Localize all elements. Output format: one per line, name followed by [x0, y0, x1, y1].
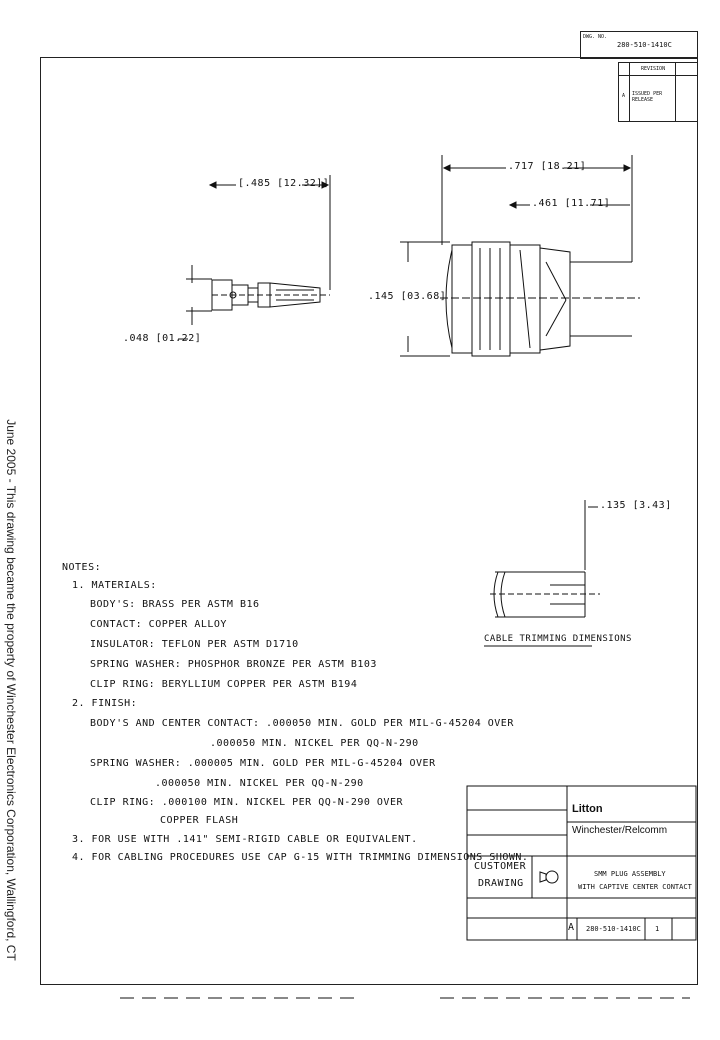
customer-drawing-line2: DRAWING	[478, 878, 524, 889]
note-line: .000050 MIN. NICKEL PER QQ-N-290	[210, 738, 419, 749]
dimension-body-length: .717 [18.21]	[508, 161, 587, 172]
note-line: 1. MATERIALS:	[72, 580, 157, 591]
note-line: .000050 MIN. NICKEL PER QQ-N-290	[155, 778, 364, 789]
company-logo: Litton	[572, 803, 603, 815]
center-contact-part	[211, 279, 330, 311]
note-line: CLIP RING: .000100 MIN. NICKEL PER QQ-N-…	[90, 797, 403, 808]
note-line: BODY'S AND CENTER CONTACT: .000050 MIN. …	[90, 718, 514, 729]
dimension-center-contact-dia: .048 [01.22]	[123, 333, 202, 344]
revision-letter: A	[622, 93, 626, 99]
note-line: 4. FOR CABLING PROCEDURES USE CAP G-15 W…	[72, 852, 529, 863]
top-dwg-number: 280-510-1410C	[617, 41, 672, 49]
dimension-body-dia: .145 [03.68]	[368, 291, 447, 302]
note-line: 2. FINISH:	[72, 698, 138, 709]
note-line: CLIP RING: BERYLLIUM COPPER PER ASTM B19…	[90, 679, 358, 690]
drawing-title-line2: WITH CAPTIVE CENTER CONTACT	[578, 883, 692, 891]
drawing-title-line1: SMM PLUG ASSEMBLY	[594, 870, 666, 878]
dimension-center-contact-length: [.485 [12.32]]	[238, 178, 330, 189]
note-line: 3. FOR USE WITH .141" SEMI-RIGID CABLE O…	[72, 834, 418, 845]
notes-heading: NOTES:	[62, 562, 102, 573]
drawing-size: A	[568, 922, 575, 933]
connector-drawing	[120, 155, 697, 999]
company-division: Winchester/Relcomm	[572, 825, 668, 836]
revision-description: ISSUED PER RELEASE	[632, 91, 663, 103]
revision-header: REVISION	[641, 66, 666, 72]
revision-block: REVISION A ISSUED PER RELEASE	[618, 62, 698, 122]
drawing-frame	[40, 57, 698, 985]
customer-drawing-line1: CUSTOMER	[474, 861, 527, 872]
top-dwg-number-block: DWG. NO. 280-510-1410C	[580, 31, 698, 59]
dwg-no-label: DWG. NO.	[583, 34, 608, 40]
note-line: CONTACT: COPPER ALLOY	[90, 619, 227, 630]
cable-trimming-label: CABLE TRIMMING DIMENSIONS	[484, 634, 632, 644]
title-block-frame	[466, 785, 697, 941]
note-line: SPRING WASHER: PHOSPHOR BRONZE PER ASTM …	[90, 659, 377, 670]
dimension-body-dim2: .461 [11.71]	[532, 198, 611, 209]
note-line: COPPER FLASH	[160, 815, 239, 826]
cable-trimming-detail	[490, 500, 600, 618]
sheet-number: 1	[655, 925, 660, 933]
dimension-trim-length: .135 [3.43]	[600, 500, 672, 511]
note-line: SPRING WASHER: .000005 MIN. GOLD PER MIL…	[90, 758, 436, 769]
note-line: BODY'S: BRASS PER ASTM B16	[90, 599, 260, 610]
plug-body-part	[440, 241, 640, 357]
note-line: INSULATOR: TEFLON PER ASTM D1710	[90, 639, 299, 650]
title-block-dwg-number: 280-510-1410C	[586, 925, 641, 933]
